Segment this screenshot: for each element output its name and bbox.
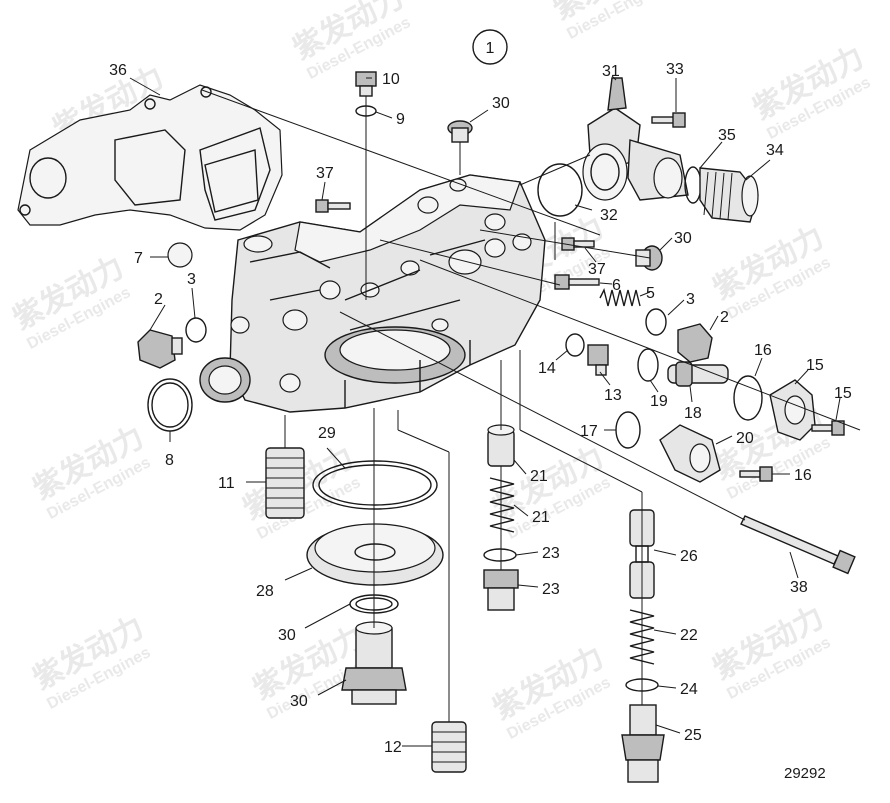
callout-33: 33 — [666, 61, 684, 78]
callout-8: 9 — [396, 111, 405, 128]
callout-6: 7 — [134, 250, 143, 267]
part-5-bolt — [554, 274, 600, 290]
callout-2-left: 2 — [154, 291, 163, 308]
part-19-cover — [659, 424, 721, 483]
callout-12: 13 — [604, 387, 622, 404]
part-23-oring-upper — [483, 548, 517, 562]
callout-30-right: 30 — [674, 230, 692, 247]
callout-18: 19 — [650, 393, 668, 410]
callout-4: 5 — [646, 285, 655, 302]
callout-2-right: 2 — [720, 309, 729, 326]
callout-24: 25 — [684, 727, 702, 744]
callout-23-upper: 23 — [542, 545, 560, 562]
callout-16-top: 16 — [754, 342, 772, 359]
part-15-bolt-top — [811, 420, 845, 436]
callout-16-bottom: 17 — [580, 423, 598, 440]
part-2-plug-right — [677, 323, 713, 363]
part-11-nipple — [431, 721, 467, 773]
callout-10: 11 — [218, 475, 235, 492]
part-20-piston — [487, 424, 515, 467]
callout-32: 32 — [600, 207, 618, 224]
part-7-ring — [147, 378, 193, 432]
group-number-circle — [472, 29, 508, 65]
part-21-spring-upper — [489, 477, 515, 533]
part-38-long-bolt — [740, 515, 856, 575]
part-10-nipple — [265, 447, 305, 519]
part-3-oring-right — [645, 308, 667, 336]
callout-29: 30 — [278, 627, 296, 644]
part-34-fitting — [699, 167, 759, 223]
part-22-plug — [483, 569, 519, 611]
callout-34: 34 — [766, 142, 784, 159]
part-32-ring — [537, 163, 583, 217]
callout-21-upper: 21 — [532, 509, 550, 526]
callout-19: 20 — [736, 430, 754, 447]
callout-22: 23 — [542, 581, 560, 598]
callout-37-top: 37 — [316, 165, 334, 182]
callout-25: 26 — [680, 548, 698, 565]
callout-14: 15 — [806, 357, 824, 374]
callout-15-top: 15 — [834, 385, 852, 402]
part-17-valve — [667, 361, 729, 387]
callout-leaders — [129, 75, 841, 747]
callout-21-lower: 22 — [680, 627, 698, 644]
part-18-oring — [637, 348, 659, 382]
part-2-plug-left — [137, 329, 183, 369]
callout-13: 14 — [538, 360, 556, 377]
callout-3-right: 3 — [686, 291, 695, 308]
part-4-spring — [599, 287, 641, 307]
callout-26: 28 — [256, 583, 274, 600]
part-33-bolt — [651, 112, 686, 128]
part-14-cover — [769, 379, 816, 441]
part-24-plug — [621, 704, 665, 783]
callout-7: 8 — [165, 452, 174, 469]
callout-31: 31 — [602, 63, 620, 80]
part-6-cap — [167, 242, 193, 268]
oil-filter-housing — [199, 174, 546, 413]
drawing-number: 29292 — [784, 765, 826, 782]
callout-36: 36 — [109, 62, 127, 79]
group-number: 1 — [486, 40, 495, 57]
callout-9: 10 — [382, 71, 400, 88]
callout-5: 6 — [612, 277, 621, 294]
callout-11: 12 — [384, 739, 402, 756]
part-35-oring — [684, 166, 702, 204]
assembly-axis-lines — [201, 89, 861, 722]
callout-15-bottom: 16 — [794, 467, 812, 484]
part-13-oring — [565, 333, 585, 357]
callout-37-right: 37 — [588, 261, 606, 278]
part-26-filter-cover — [306, 523, 444, 586]
part-27-seal — [312, 460, 438, 510]
part-30-plug-top — [447, 120, 473, 143]
callout-38: 38 — [790, 579, 808, 596]
part-3-oring-left — [185, 317, 207, 343]
part-16-oring-bottom — [615, 411, 641, 449]
callout-17: 18 — [684, 405, 702, 422]
callout-30-top: 30 — [492, 95, 510, 112]
callout-27: 29 — [318, 425, 336, 442]
part-9-plug — [355, 71, 377, 97]
part-16-oring-top — [733, 375, 763, 421]
callout-23-lower: 24 — [680, 681, 698, 698]
callout-28: 30 — [290, 693, 308, 710]
callout-3-left: 3 — [187, 271, 196, 288]
callout-35: 35 — [718, 127, 736, 144]
part-36-gasket — [17, 84, 283, 231]
part-37-bolt-top — [315, 199, 351, 213]
part-31-sensor-elbow — [582, 77, 689, 201]
part-12-plug — [587, 344, 609, 376]
callout-20: 21 — [530, 468, 548, 485]
